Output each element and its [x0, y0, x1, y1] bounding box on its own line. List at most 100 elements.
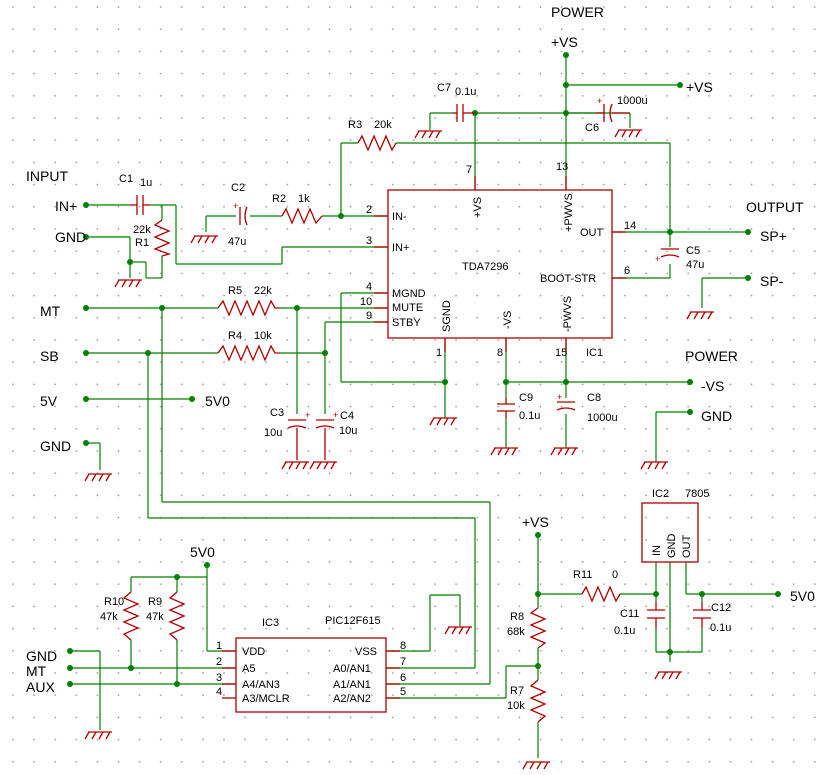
svg-text:C3: C3 — [270, 407, 284, 419]
svg-text:+: + — [333, 410, 338, 420]
svg-text:SGND: SGND — [441, 300, 453, 332]
svg-text:R5: R5 — [228, 285, 242, 297]
ic3-pin-labels: VDD A5 A4/AN3 A3/MCLR VSS A0/AN1 A1/AN1 … — [216, 640, 406, 705]
r1-resistor — [153, 219, 172, 257]
gnd-input-label: GND — [55, 229, 86, 245]
svg-text:R7: R7 — [510, 685, 524, 697]
r4-resistor — [217, 344, 280, 362]
gnd-bottom-label: GND — [26, 648, 57, 664]
svg-text:R11: R11 — [573, 569, 592, 581]
svg-text:OUT: OUT — [580, 227, 604, 239]
vs-label-top: +VS — [551, 34, 578, 50]
svg-text:10k: 10k — [254, 330, 272, 342]
r2-resistor — [281, 207, 323, 225]
sb-label: SB — [40, 348, 59, 364]
ic2-regulator — [641, 502, 699, 563]
5v0-out-label: 5V0 — [790, 588, 815, 604]
svg-text:1: 1 — [216, 640, 222, 652]
wires — [70, 55, 778, 758]
svg-text:1u: 1u — [140, 177, 152, 189]
svg-text:10u: 10u — [264, 427, 282, 439]
svg-text:0: 0 — [612, 569, 618, 581]
svg-text:0.1u: 0.1u — [614, 625, 635, 637]
input-label: INPUT — [26, 168, 68, 184]
power-label-top: POWER — [551, 4, 604, 20]
svg-text:IC3: IC3 — [262, 617, 279, 629]
svg-text:R9: R9 — [148, 596, 162, 608]
net-labels: POWER +VS +VS INPUT IN+ GND OUTPUT SP+ S… — [26, 4, 815, 695]
c5-capacitor: + — [655, 248, 680, 264]
vs-rail-label: +VS — [686, 79, 713, 95]
svg-text:C7: C7 — [437, 82, 451, 94]
svg-text:2: 2 — [366, 204, 372, 216]
svg-text:R10: R10 — [104, 596, 124, 608]
svg-text:6: 6 — [400, 672, 406, 684]
svg-text:47u: 47u — [228, 236, 246, 248]
svg-text:0.1u: 0.1u — [455, 86, 476, 98]
svg-text:7: 7 — [400, 656, 406, 668]
component-labels: C1 1u 22k R1 C2 47u R2 1k R3 20k C7 0.1u… — [100, 82, 731, 712]
svg-text:OUT: OUT — [681, 535, 693, 559]
svg-text:GND: GND — [666, 534, 678, 559]
svg-text:1000u: 1000u — [617, 95, 648, 107]
svg-text:47k: 47k — [100, 611, 118, 623]
r10-resistor — [122, 591, 140, 641]
c11-capacitor — [647, 602, 665, 628]
svg-text:TDA7296: TDA7296 — [462, 261, 508, 273]
svg-text:C9: C9 — [519, 392, 533, 404]
svg-text:C11: C11 — [620, 608, 639, 620]
svg-text:0.1u: 0.1u — [519, 410, 540, 422]
gnd-right-label: GND — [701, 408, 732, 424]
svg-text:-PWVS: -PWVS — [562, 296, 574, 332]
sp-plus-label: SP+ — [760, 228, 787, 244]
svg-text:MGND: MGND — [392, 288, 426, 300]
svg-text:68k: 68k — [507, 626, 525, 638]
svg-text:4: 4 — [366, 281, 372, 293]
power-label-right: POWER — [685, 348, 738, 364]
svg-text:5: 5 — [400, 686, 406, 698]
svg-text:BOOT-STR: BOOT-STR — [540, 273, 596, 285]
ic3-pic12f615 — [222, 637, 400, 713]
svg-text:-VS: -VS — [502, 311, 514, 329]
r7-resistor — [529, 679, 547, 723]
c4-capacitor: + — [315, 410, 338, 460]
svg-text:A3/MCLR: A3/MCLR — [242, 693, 290, 705]
5v0-net-label: 5V0 — [205, 393, 230, 409]
svg-text:22k: 22k — [254, 285, 272, 297]
neg-vs-label: -VS — [701, 378, 724, 394]
svg-text:R4: R4 — [228, 330, 242, 342]
svg-text:R2: R2 — [272, 193, 286, 205]
svg-text:VDD: VDD — [242, 646, 265, 658]
svg-text:A0/AN1: A0/AN1 — [333, 663, 371, 675]
svg-text:+: + — [655, 254, 660, 264]
r8-resistor — [529, 607, 547, 649]
aux-bottom-label: AUX — [26, 679, 55, 695]
mt-bottom-label: MT — [26, 663, 47, 679]
svg-text:1: 1 — [436, 347, 442, 359]
svg-text:R3: R3 — [348, 119, 362, 131]
svg-text:PIC12F615: PIC12F615 — [325, 615, 381, 627]
svg-text:C6: C6 — [585, 122, 599, 134]
svg-text:7805: 7805 — [685, 488, 709, 500]
c8-capacitor: + — [556, 392, 576, 411]
svg-text:+VS: +VS — [472, 197, 484, 218]
svg-text:1000u: 1000u — [587, 412, 618, 424]
vs-mid-label: +VS — [522, 514, 549, 530]
junctions — [67, 52, 781, 687]
svg-text:IC2: IC2 — [652, 488, 669, 500]
svg-text:+: + — [557, 392, 562, 402]
svg-text:IN+: IN+ — [392, 242, 409, 254]
svg-text:7: 7 — [466, 164, 472, 176]
r9-resistor — [168, 591, 186, 641]
svg-text:C5: C5 — [686, 245, 700, 257]
ic1-tda7296 — [374, 176, 626, 352]
svg-text:IN: IN — [651, 545, 663, 556]
c3-capacitor: + — [287, 410, 310, 460]
c2-capacitor: + — [233, 201, 248, 226]
svg-text:A1/AN1: A1/AN1 — [333, 679, 371, 691]
svg-text:47u: 47u — [686, 259, 704, 271]
svg-text:A5: A5 — [242, 663, 255, 675]
svg-text:47k: 47k — [146, 611, 164, 623]
svg-text:0.1u: 0.1u — [710, 622, 731, 634]
